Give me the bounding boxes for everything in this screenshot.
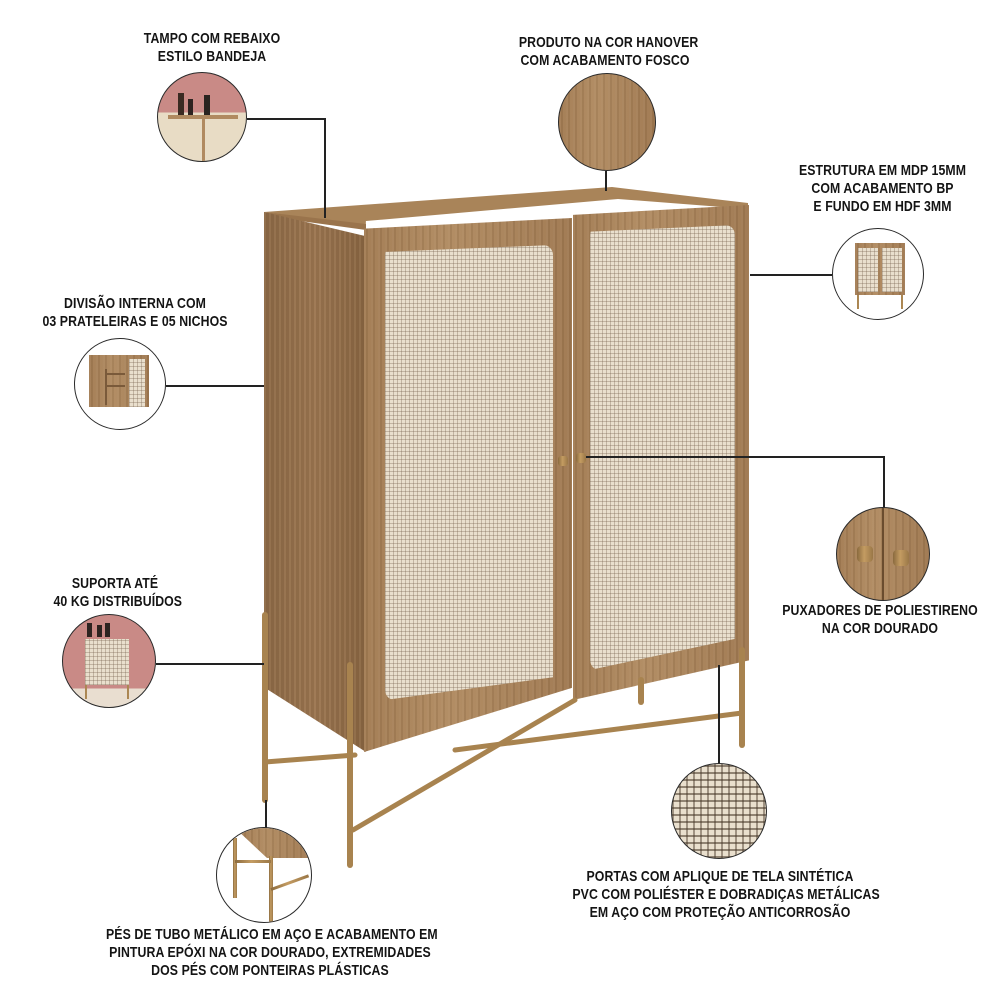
callout-legs-label: PÉS DE TUBO METÁLICO EM AÇO E ACABAMENTO…	[106, 926, 438, 979]
cane-mesh-texture-icon	[671, 763, 767, 859]
cabinet-top-tray-photo-icon	[157, 72, 247, 162]
gold-handles-closeup-icon	[836, 507, 930, 601]
right-door-cane-panel	[590, 225, 735, 670]
cabinet-thumbnail-icon	[832, 228, 924, 320]
left-door-handle-icon[interactable]	[558, 456, 568, 466]
gold-leg-closeup-icon	[216, 827, 312, 923]
wood-texture-swatch-icon	[558, 73, 656, 171]
cabinet-with-bottles-photo-icon	[62, 614, 156, 708]
cabinet-top-tray	[264, 187, 748, 230]
left-door-cane-panel	[385, 245, 553, 700]
gold-metal-legs	[262, 612, 745, 868]
open-cabinet-shelves-icon	[74, 338, 166, 430]
right-door-handle-icon[interactable]	[576, 453, 586, 463]
cabinet-side-panel	[264, 212, 366, 752]
